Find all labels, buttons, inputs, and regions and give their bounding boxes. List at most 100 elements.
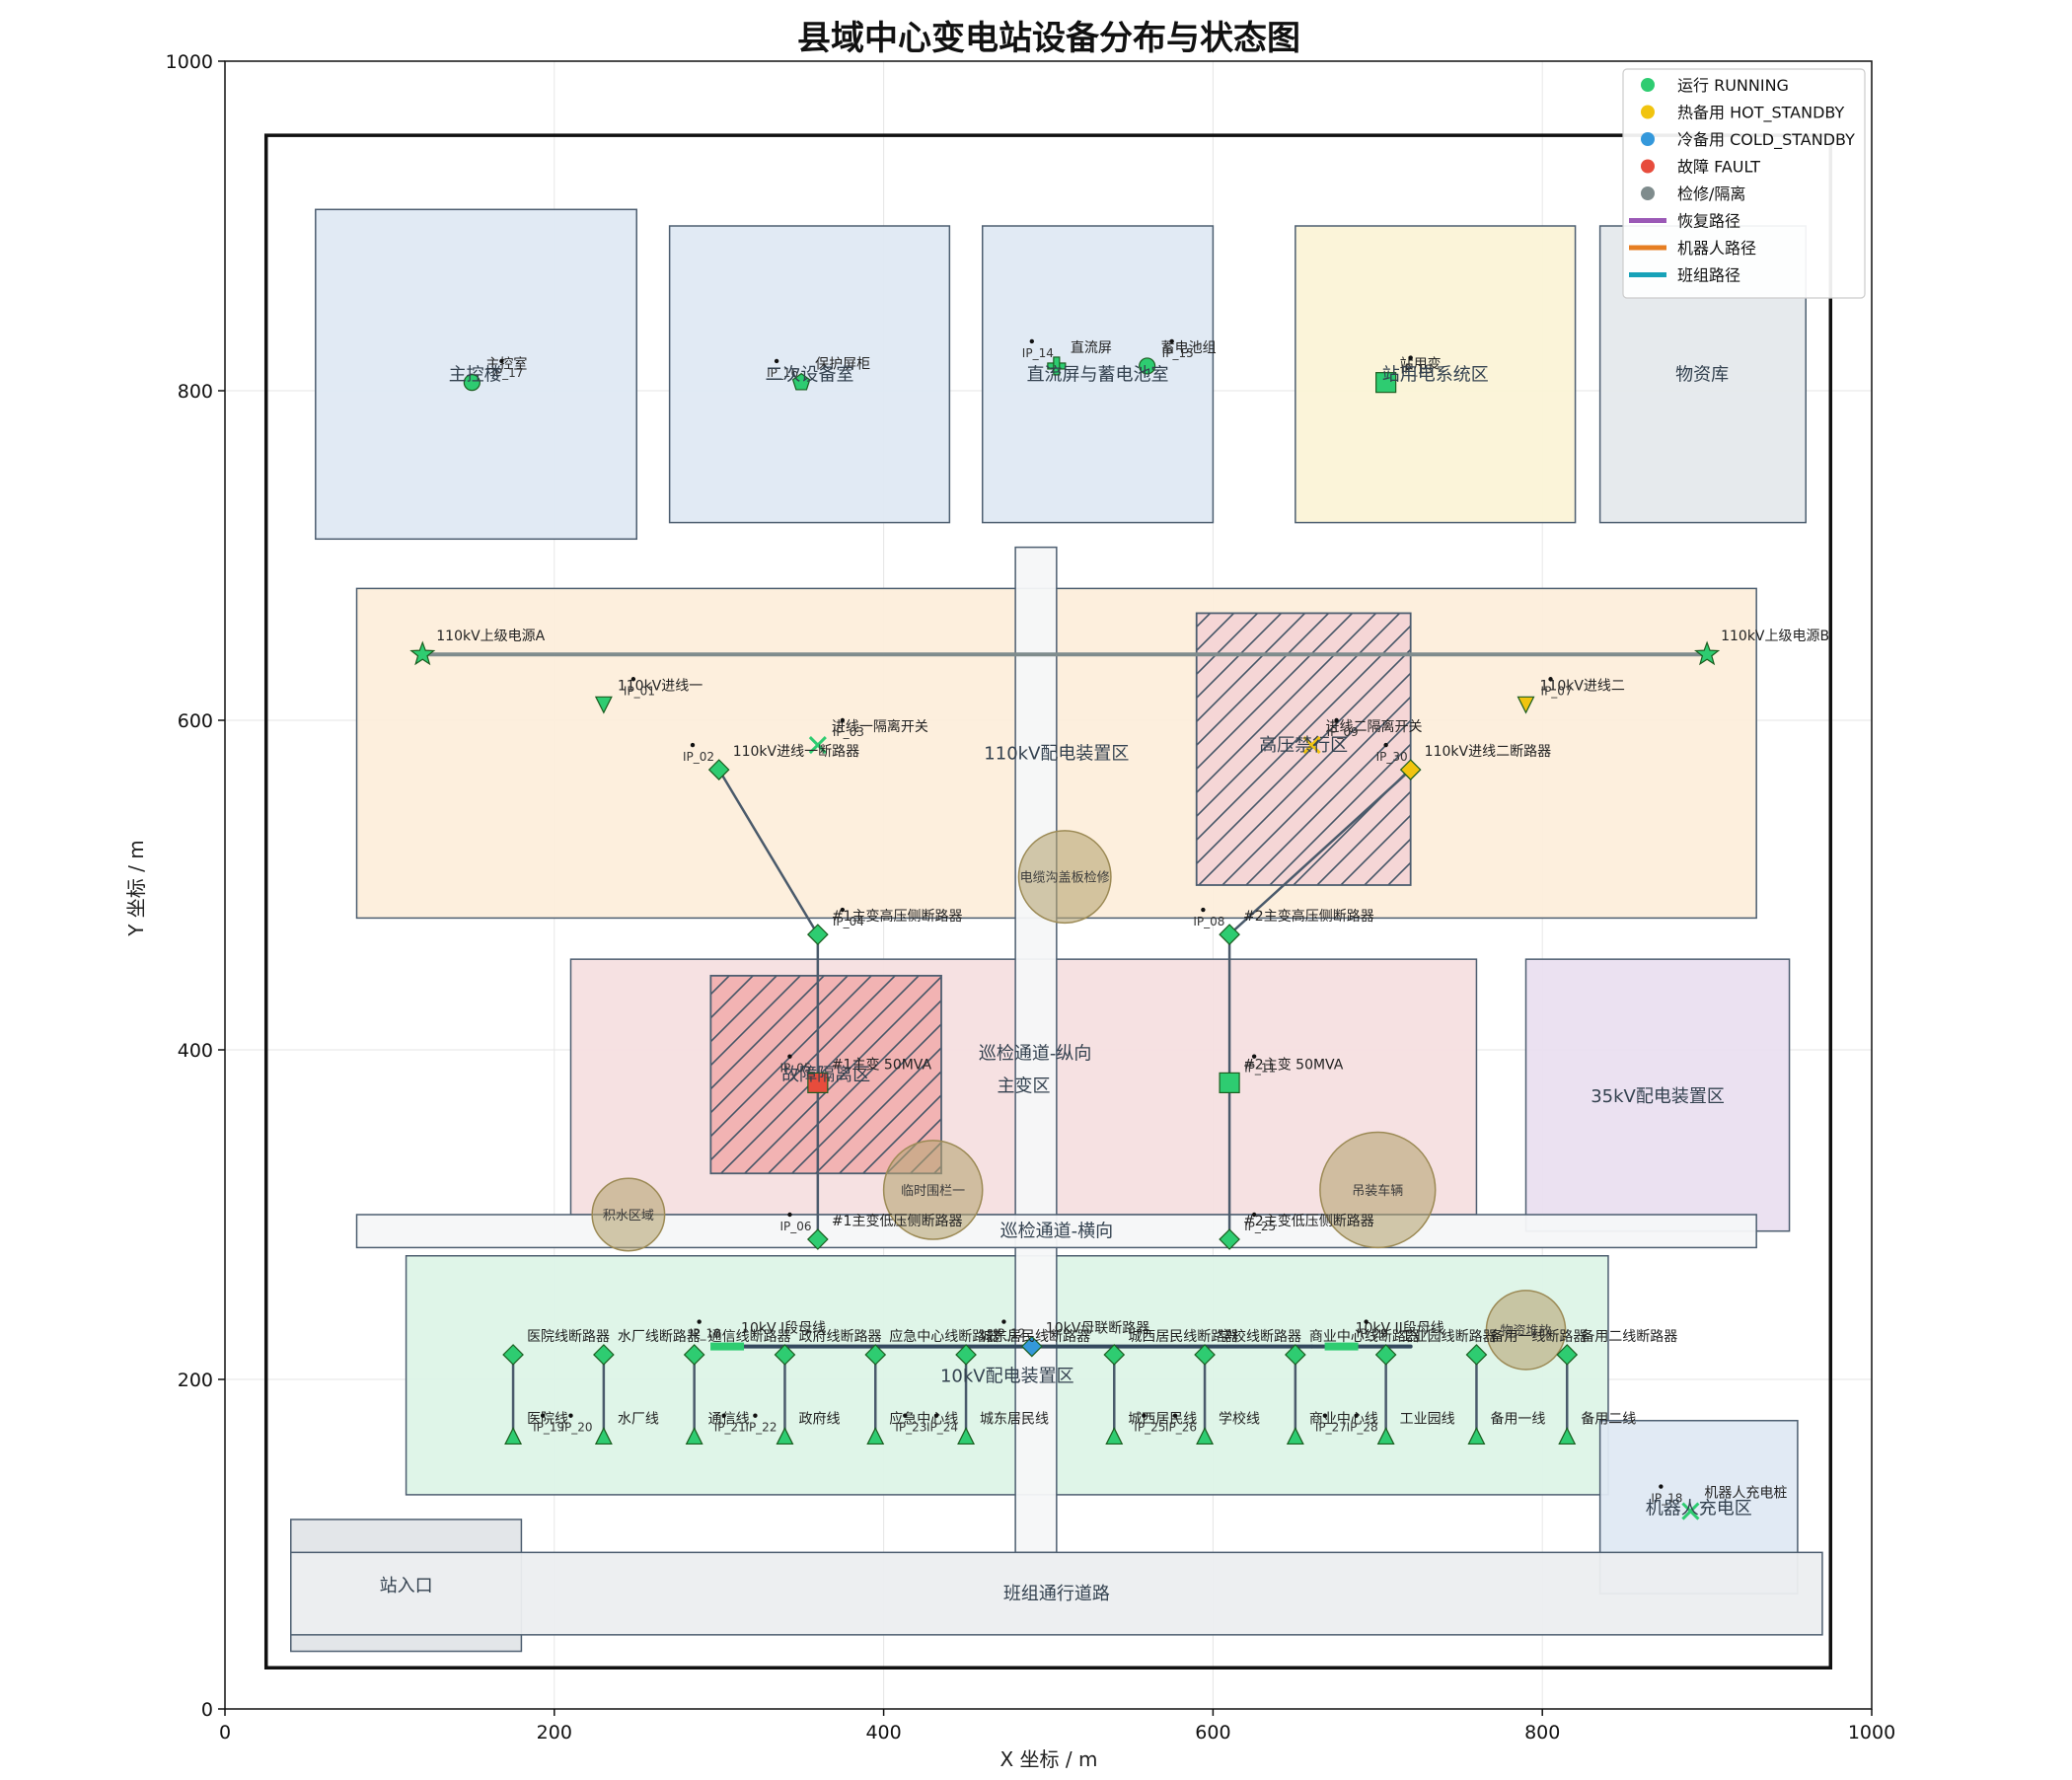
ip-label: IP_05 — [779, 1062, 811, 1075]
hazard-高压禁行区 — [1195, 612, 1412, 886]
device-政府线断路器 — [774, 1344, 796, 1366]
zone-label-110kV配电装置区: 110kV配电装置区 — [984, 743, 1129, 764]
connection-line — [1228, 769, 1412, 936]
device-label: 备用一线断路器 — [1490, 1328, 1587, 1345]
device-110kV进线一 — [594, 696, 613, 714]
zone-label-35kV配电装置区: 35kV配电装置区 — [1591, 1086, 1725, 1107]
ip-dot — [1364, 1319, 1369, 1324]
ip-dot — [787, 1054, 792, 1059]
y-axis-label: Y 坐标 / m — [124, 840, 148, 937]
obstacle-吊装车辆 — [1319, 1131, 1437, 1249]
device-学校线断路器 — [1194, 1344, 1216, 1366]
device-label: 蓄电池组 — [1161, 340, 1217, 356]
ip-dot — [721, 1413, 726, 1418]
ip-dot — [840, 717, 846, 723]
ip-label: IP_23 — [895, 1421, 926, 1435]
device--2主变低压侧断路器 — [1219, 1228, 1240, 1250]
zone-label-站用电系统区: 站用电系统区 — [1382, 364, 1489, 385]
device-label: 医院线断路器 — [527, 1329, 610, 1345]
ip-dot — [1251, 1054, 1257, 1059]
device-备用一线 — [1467, 1427, 1486, 1446]
x-tick-label: 0 — [219, 1722, 231, 1743]
device-label: 备用二线 — [1581, 1410, 1636, 1427]
device-保护屏柜 — [791, 372, 811, 391]
ip-label: IP_10 — [690, 1327, 721, 1341]
ip-label: IP_03 — [833, 725, 864, 739]
legend-box — [1622, 68, 1866, 299]
legend-label: 机器人路径 — [1677, 239, 1756, 258]
device-label: 110kV进线二断路器 — [1425, 744, 1551, 760]
ip-dot — [774, 358, 779, 364]
device-110kV进线二 — [1517, 696, 1535, 714]
ip-dot — [787, 1212, 792, 1218]
legend-marker — [1641, 159, 1655, 174]
device-label: 备用一线 — [1490, 1410, 1545, 1427]
legend-label: 热备用 HOT_STANDBY — [1677, 104, 1845, 123]
device-label: #1主变 50MVA — [832, 1057, 932, 1073]
device-label: 机器人充电桩 — [1704, 1485, 1787, 1502]
ip-label: IP_22 — [745, 1421, 777, 1435]
legend-marker — [1641, 186, 1655, 200]
ip-dot — [697, 1319, 702, 1324]
device-110kV上级电源A — [409, 640, 436, 666]
device-label: 进线一隔离开关 — [832, 718, 928, 735]
device-label: 保护屏柜 — [815, 357, 870, 373]
obstacle-label: 吊装车辆 — [1352, 1183, 1403, 1199]
ip-label: IP_20 — [560, 1421, 592, 1435]
ip-dot — [568, 1413, 573, 1418]
y-tick-label: 800 — [178, 381, 213, 403]
device-进线二隔离开关 — [1302, 735, 1321, 755]
device-直流屏 — [1047, 356, 1067, 376]
ip-dot — [630, 677, 636, 682]
device-工业园线 — [1376, 1427, 1395, 1446]
zone-label-机器人充电区: 机器人充电区 — [1646, 1498, 1752, 1519]
zone-label-物资库: 物资库 — [1675, 364, 1729, 385]
chart-title: 县域中心变电站设备分布与状态图 — [797, 19, 1300, 58]
ip-dot — [840, 907, 846, 913]
y-tick-label: 200 — [178, 1370, 213, 1391]
device-label: 工业园线断路器 — [1400, 1329, 1497, 1345]
device-label: #2主变低压侧断路器 — [1243, 1214, 1374, 1229]
device-政府线 — [776, 1427, 794, 1446]
device-label: 工业园线 — [1400, 1411, 1455, 1427]
device-110kV进线一断路器 — [707, 759, 730, 780]
device-label: 学校线 — [1219, 1410, 1260, 1427]
device-label: 通信线断路器 — [708, 1329, 791, 1345]
zone-10kV配电装置区 — [405, 1255, 1609, 1496]
ip-dot — [933, 1413, 939, 1418]
y-tick-label: 1000 — [166, 51, 213, 73]
x-axis-label: X 坐标 / m — [1000, 1747, 1098, 1771]
device-label: 学校线断路器 — [1219, 1328, 1301, 1345]
legend-label: 运行 RUNNING — [1677, 76, 1789, 95]
hazards-layer — [709, 612, 1412, 1175]
ip-label: IP_13 — [1401, 363, 1433, 377]
obstacle-label: 物资堆放 — [1501, 1324, 1552, 1339]
device-城东居民线断路器 — [955, 1344, 977, 1366]
ip-dot — [1659, 1484, 1664, 1489]
device-label: #2主变 50MVA — [1243, 1057, 1344, 1073]
zone-label-巡检通道-横向: 巡检通道-横向 — [1000, 1222, 1114, 1242]
device-label: 城西居民线断路器 — [1128, 1329, 1238, 1345]
ip-dot — [1383, 742, 1388, 748]
hazard-label-故障隔离区: 故障隔离区 — [781, 1065, 870, 1085]
device-医院线 — [504, 1427, 523, 1446]
ip-label: IP_18 — [1651, 1492, 1682, 1506]
ip-label: IP_09 — [1327, 725, 1359, 739]
ip-dot — [1408, 355, 1413, 360]
device-进线一隔离开关 — [808, 735, 827, 755]
device-label: 商业中心线断路器 — [1309, 1329, 1420, 1345]
device-label: 站用变 — [1400, 357, 1442, 373]
zone-label-站入口: 站入口 — [380, 1576, 433, 1596]
device-label: #1主变低压侧断路器 — [832, 1214, 963, 1229]
zone-label-主控楼: 主控楼 — [449, 364, 502, 385]
zone-巡检通道-纵向 — [1014, 546, 1058, 1554]
zone-label-10kV配电装置区: 10kV配电装置区 — [940, 1367, 1074, 1387]
zone-35kV配电装置区 — [1524, 958, 1791, 1232]
y-tick-label: 600 — [178, 710, 213, 732]
device-应急中心线 — [866, 1427, 885, 1446]
